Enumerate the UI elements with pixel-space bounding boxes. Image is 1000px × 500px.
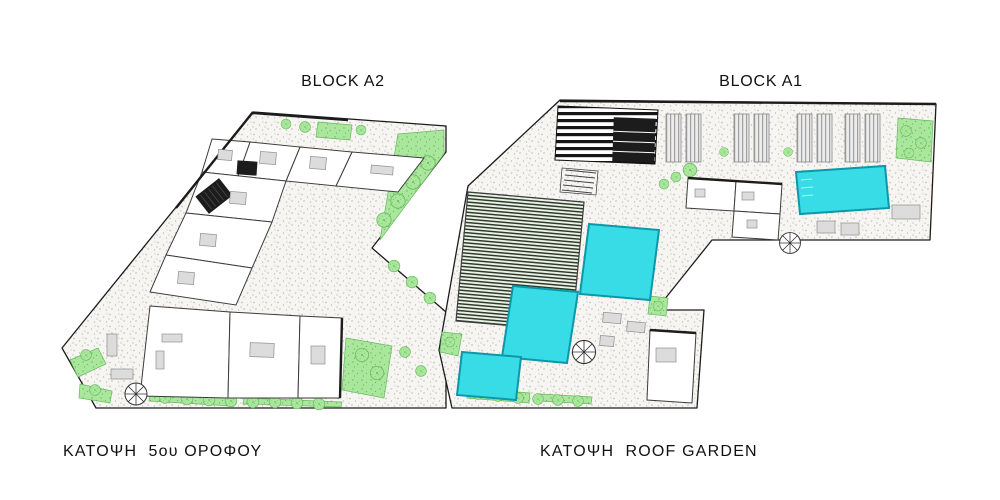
swimming-pool xyxy=(455,350,523,402)
stair-treads xyxy=(559,167,599,196)
block-a1-furniture xyxy=(599,204,921,347)
block-a1-title: BLOCK A1 xyxy=(719,73,803,90)
tree-icon xyxy=(390,193,406,209)
tree-icon xyxy=(290,396,304,410)
swimming-pool xyxy=(500,284,580,365)
tree-icon xyxy=(80,349,92,361)
tree-icon xyxy=(783,147,793,157)
tree-icon xyxy=(354,347,370,363)
tree-icon xyxy=(670,171,682,183)
tree-icon xyxy=(299,121,311,133)
tree-icon xyxy=(682,162,698,178)
tree-icon xyxy=(572,395,584,407)
block-a2-caption: ΚΑΤΟΨΗ 5ου ΟΡΟΦΟΥ xyxy=(63,443,263,460)
tree-icon xyxy=(355,124,367,136)
tree-icon xyxy=(369,365,385,381)
tree-icon xyxy=(552,394,564,406)
swimming-pool xyxy=(794,164,891,216)
block-a2-furniture xyxy=(106,149,394,380)
tree-icon xyxy=(89,384,101,396)
tree-icon xyxy=(532,393,544,405)
block-a1-caption: ΚΑΤΟΨΗ ROOF GARDEN xyxy=(540,443,758,460)
pool-steps xyxy=(800,178,814,197)
tree-icon xyxy=(415,365,427,377)
spiral-staircase-icon xyxy=(779,232,801,254)
tree-icon xyxy=(405,275,419,289)
tree-icon xyxy=(376,212,392,228)
block-a1-stair-core xyxy=(559,117,656,196)
tree-icon xyxy=(900,125,912,137)
block-a2-stair-core xyxy=(195,160,258,214)
tree-icon xyxy=(903,147,915,159)
tree-icon xyxy=(280,118,292,130)
block-a2-plan xyxy=(61,111,447,411)
block-a2-walls xyxy=(175,111,349,399)
spiral-staircase-icon xyxy=(124,382,148,406)
tree-icon xyxy=(658,178,670,190)
tree-icon xyxy=(399,346,411,358)
tree-icon xyxy=(719,147,729,157)
tree-icon xyxy=(915,137,927,149)
block-a1-rooms xyxy=(646,176,783,404)
block-a1-plan xyxy=(438,99,937,409)
tree-icon xyxy=(387,259,401,273)
parapet-wall xyxy=(559,99,937,106)
tree-icon xyxy=(312,397,326,411)
tree-icon xyxy=(444,336,456,348)
block-a2-title: BLOCK A2 xyxy=(301,73,385,90)
tree-icon xyxy=(423,291,437,305)
swimming-pool xyxy=(578,222,661,302)
spiral-staircase-icon xyxy=(571,339,597,365)
tree-icon xyxy=(652,300,664,312)
